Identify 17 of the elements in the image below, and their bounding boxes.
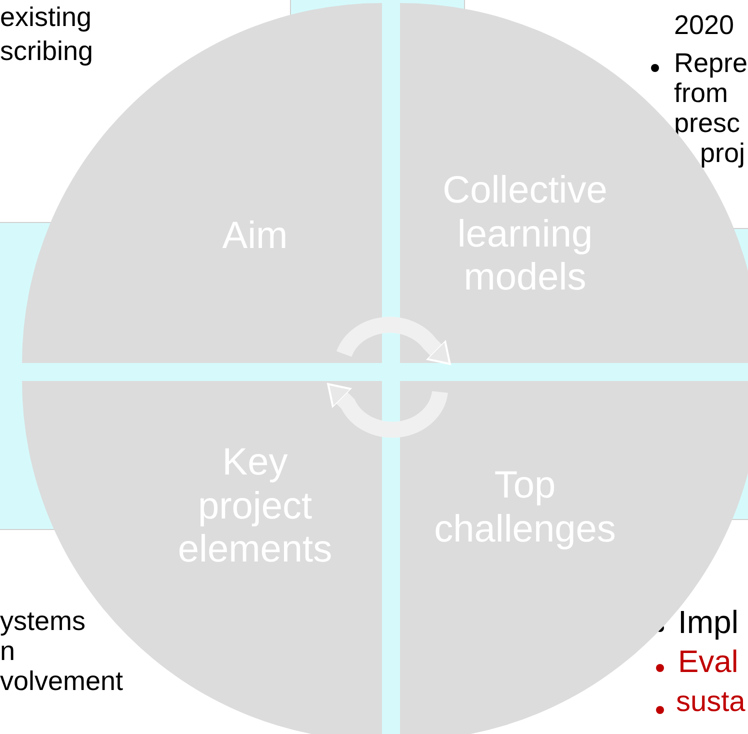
- text-fragment: ystems: [0, 608, 86, 635]
- text-fragment: 2020: [674, 12, 734, 39]
- text-fragment: Impl: [678, 606, 738, 638]
- text-fragment: n: [0, 638, 16, 665]
- text-fragment: presc: [674, 110, 740, 137]
- text-fragment: from: [674, 80, 728, 107]
- text-fragment: Eval: [678, 646, 738, 677]
- text-fragment: Repre: [674, 50, 748, 77]
- text-fragment: existing: [0, 4, 92, 31]
- quadrant-segment: [400, 3, 748, 363]
- text-fragment: susta: [676, 688, 746, 717]
- curved-arrow: [336, 316, 451, 365]
- text-fragment: proj: [700, 140, 746, 167]
- text-fragment: volvement: [0, 668, 124, 695]
- text-fragment: scribing: [0, 38, 94, 65]
- quadrant-segment: [400, 381, 748, 734]
- curved-arrow: [327, 383, 448, 438]
